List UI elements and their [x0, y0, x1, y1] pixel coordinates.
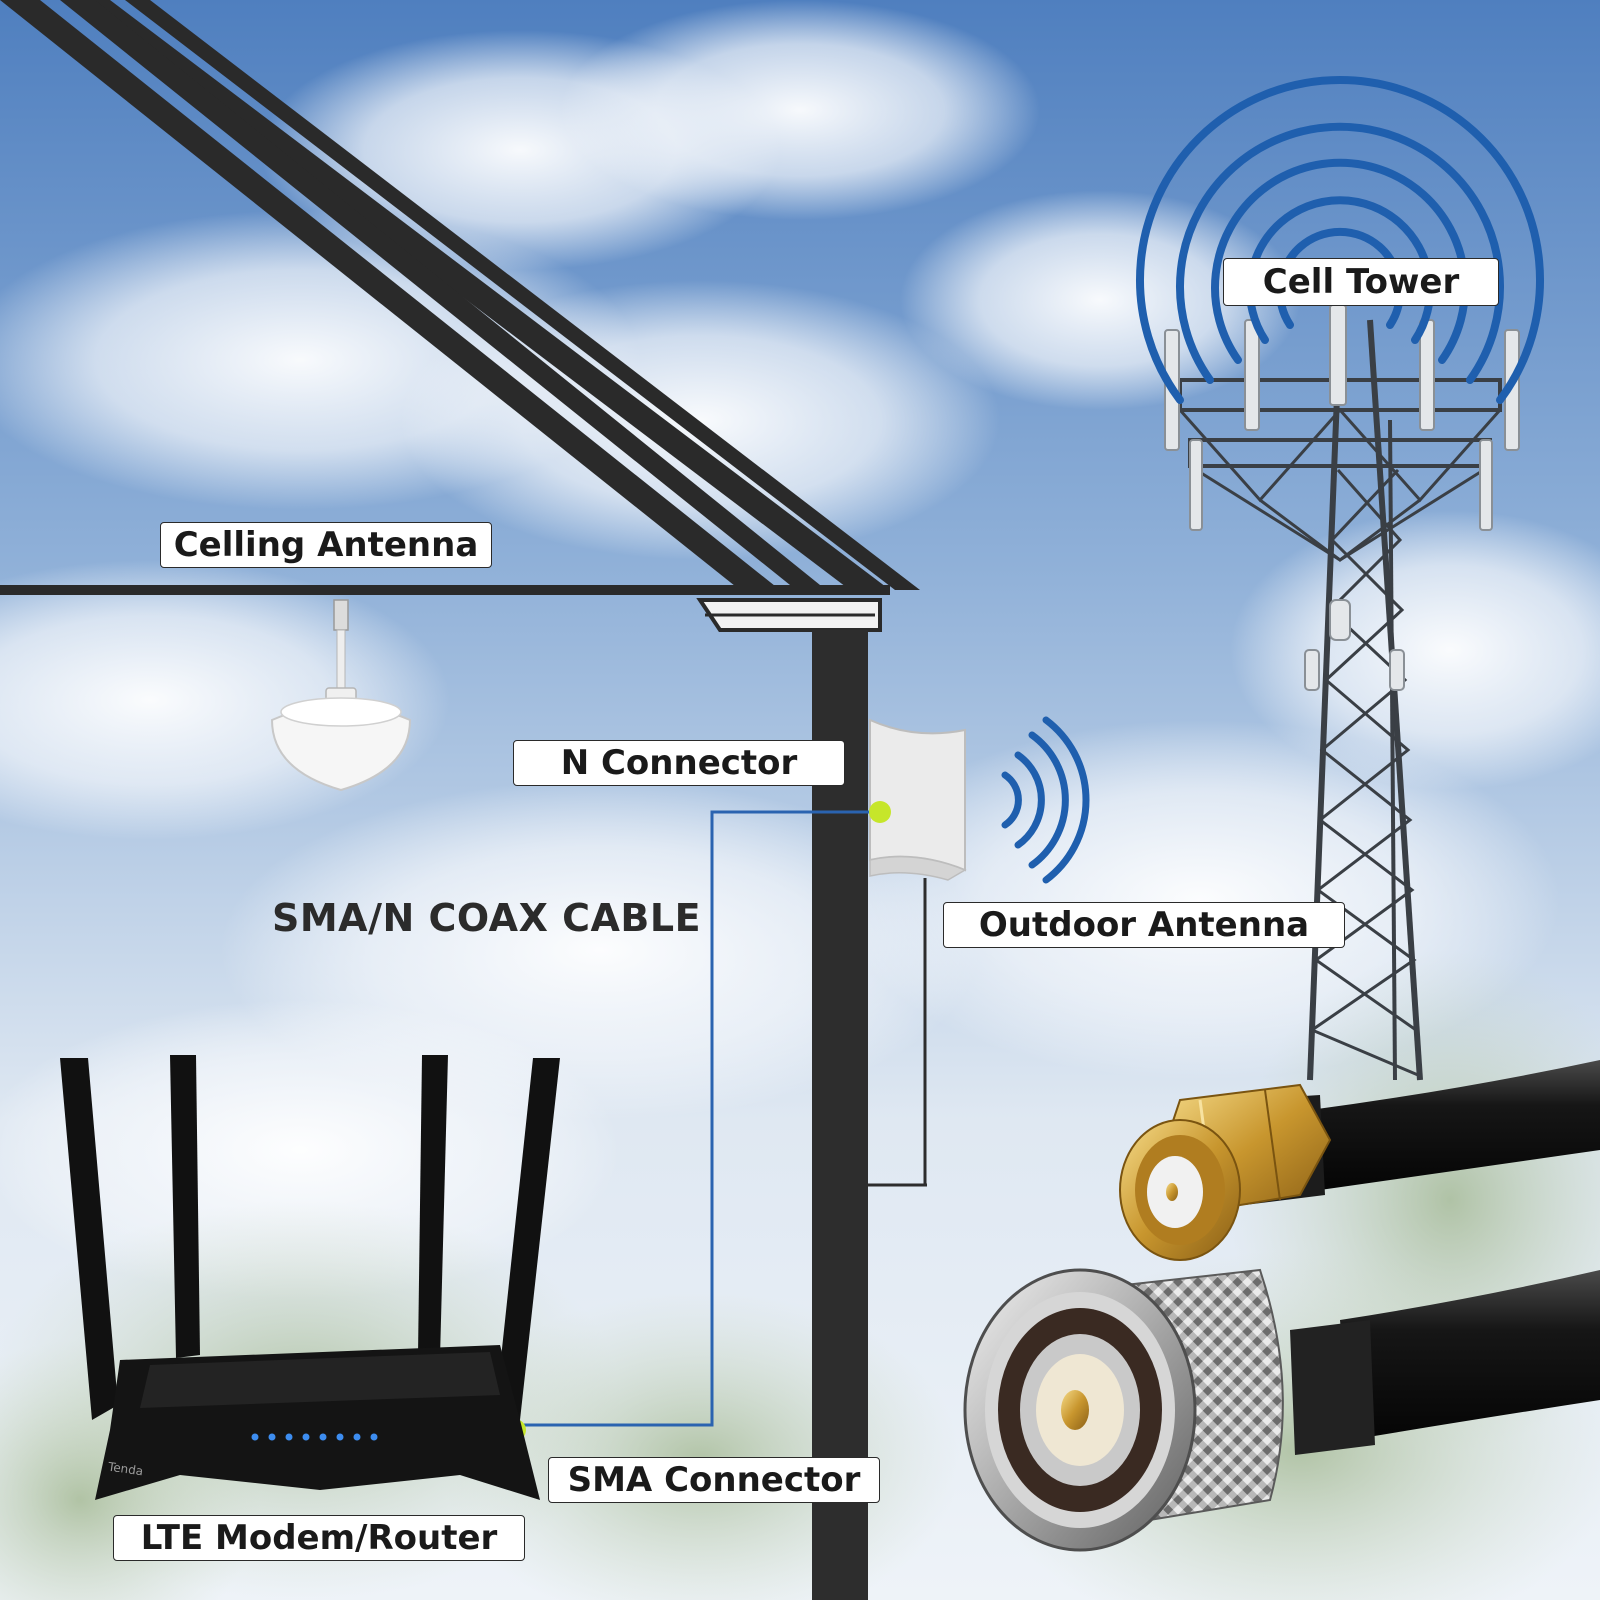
label-cell-tower: Cell Tower: [1223, 258, 1499, 306]
house-roof: [0, 0, 920, 632]
coax-cable-route: [518, 810, 880, 1427]
label-ceiling-antenna: Celling Antenna: [160, 522, 492, 568]
n-connector-product: [963, 1268, 1600, 1552]
label-outdoor-antenna: Outdoor Antenna: [943, 902, 1345, 948]
house-wall: [812, 630, 868, 1600]
outdoor-antenna-device: [868, 718, 967, 1187]
label-n-connector: N Connector: [513, 740, 845, 786]
label-sma-connector: SMA Connector: [548, 1457, 880, 1503]
label-coax-cable: SMA/N COAX CABLE: [272, 896, 702, 940]
label-lte-router: LTE Modem/Router: [113, 1515, 525, 1561]
lte-router-device: [60, 1055, 560, 1500]
ceiling-antenna-device: [270, 599, 412, 792]
sma-connector-product: [1119, 1060, 1600, 1261]
n-connector-dot-icon: [869, 801, 891, 823]
outdoor-signal-waves-icon: [1001, 716, 1090, 884]
